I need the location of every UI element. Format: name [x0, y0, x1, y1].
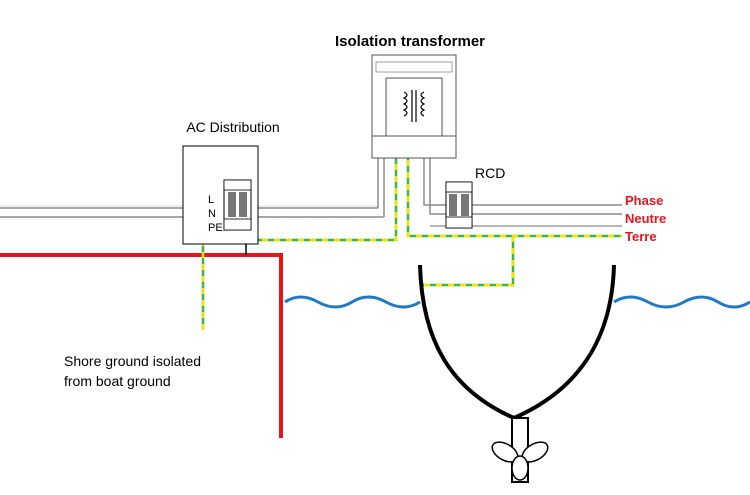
- n-label: N: [208, 208, 216, 220]
- water-left: [284, 295, 421, 309]
- boat-hull: [418, 264, 616, 421]
- transformer-top-plate: [375, 61, 453, 73]
- shore-note-line1: Shore ground isolated: [64, 353, 201, 369]
- neutre-label: Neutre: [625, 211, 666, 226]
- l-label: L: [208, 194, 214, 206]
- rcd-title: RCD: [475, 165, 505, 181]
- transformer-base: [371, 135, 457, 159]
- transformer-coil-icon: [402, 90, 426, 122]
- phase-label: Phase: [625, 193, 663, 208]
- transformer-core: [385, 77, 443, 137]
- ac-breaker-icon: [223, 179, 252, 231]
- transformer-primary-neutral: [383, 151, 400, 217]
- ac-distribution-title: AC Distribution: [186, 119, 279, 135]
- rcd-icon: [445, 181, 473, 229]
- pe-label: PE: [208, 222, 223, 234]
- shore-note-line2: from boat ground: [64, 373, 171, 389]
- terre-label: Terre: [625, 229, 657, 244]
- water-right: [613, 295, 750, 309]
- earth-wires: [201, 148, 622, 330]
- shore-ground-line: [0, 253, 283, 438]
- propeller-icon: [491, 441, 549, 481]
- transformer-title: Isolation transformer: [335, 33, 485, 50]
